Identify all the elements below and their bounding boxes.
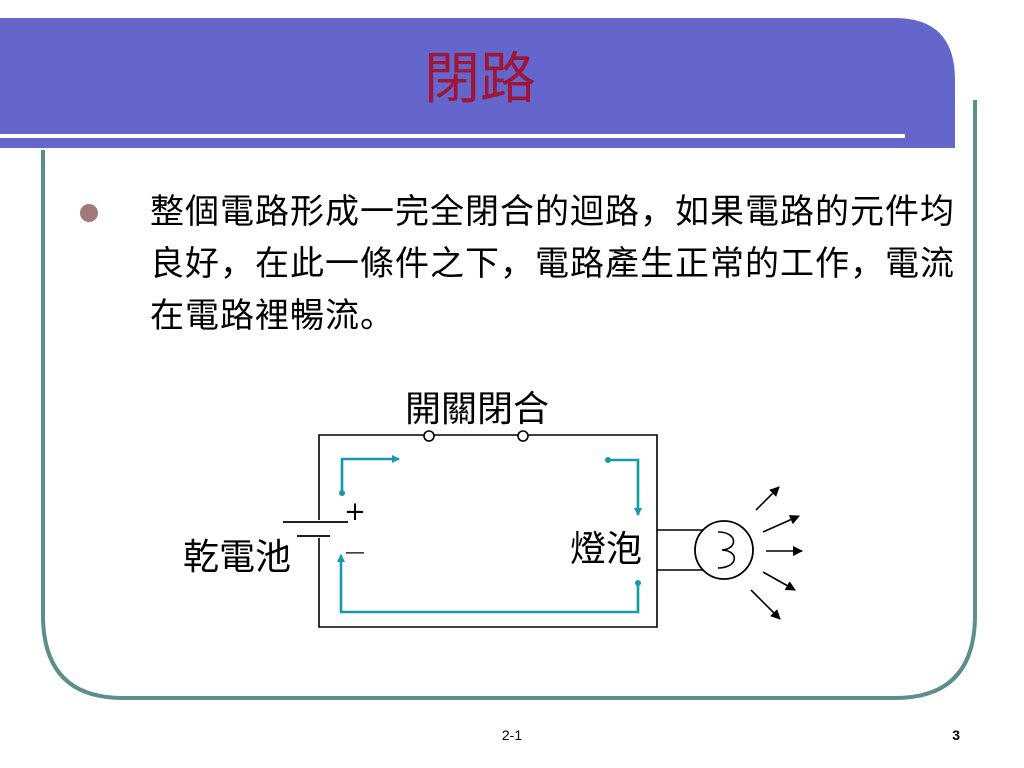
content-frame <box>41 100 977 700</box>
current-flow <box>337 455 642 614</box>
title-bar <box>0 18 955 148</box>
switch-terminal <box>517 430 529 442</box>
bulb-filament <box>717 531 736 569</box>
footer-section: 2-1 <box>501 727 523 743</box>
battery-label: 乾電池 <box>183 537 292 578</box>
switch-label: 開關閉合 <box>405 389 550 430</box>
circuit-wire <box>318 434 426 520</box>
light-rays <box>750 486 803 620</box>
bulb-label: 燈泡 <box>570 529 643 570</box>
battery-plus-sign: + <box>344 497 366 527</box>
switch-terminal <box>423 430 435 442</box>
circuit-wire <box>318 434 658 628</box>
page-number: 3 <box>952 727 960 743</box>
slide-title: 閉路 <box>424 47 536 112</box>
light-ray-arrow <box>762 515 800 533</box>
bullet-icon <box>80 204 98 222</box>
battery-minus-sign: — <box>345 539 365 563</box>
bullet-text: 整個電路形成一完全閉合的迴路，如果電路的元件均良好，在此一條件之下，電路產生正常… <box>150 192 955 336</box>
current-arrow <box>337 554 640 614</box>
circuit-diagram: + — <box>283 430 803 628</box>
light-ray-arrow <box>750 589 781 620</box>
light-ray-arrow <box>755 486 780 511</box>
current-arrow <box>340 455 400 493</box>
current-arrow <box>608 458 642 516</box>
bulb-lead <box>657 529 708 571</box>
light-ray-arrow <box>762 571 796 591</box>
